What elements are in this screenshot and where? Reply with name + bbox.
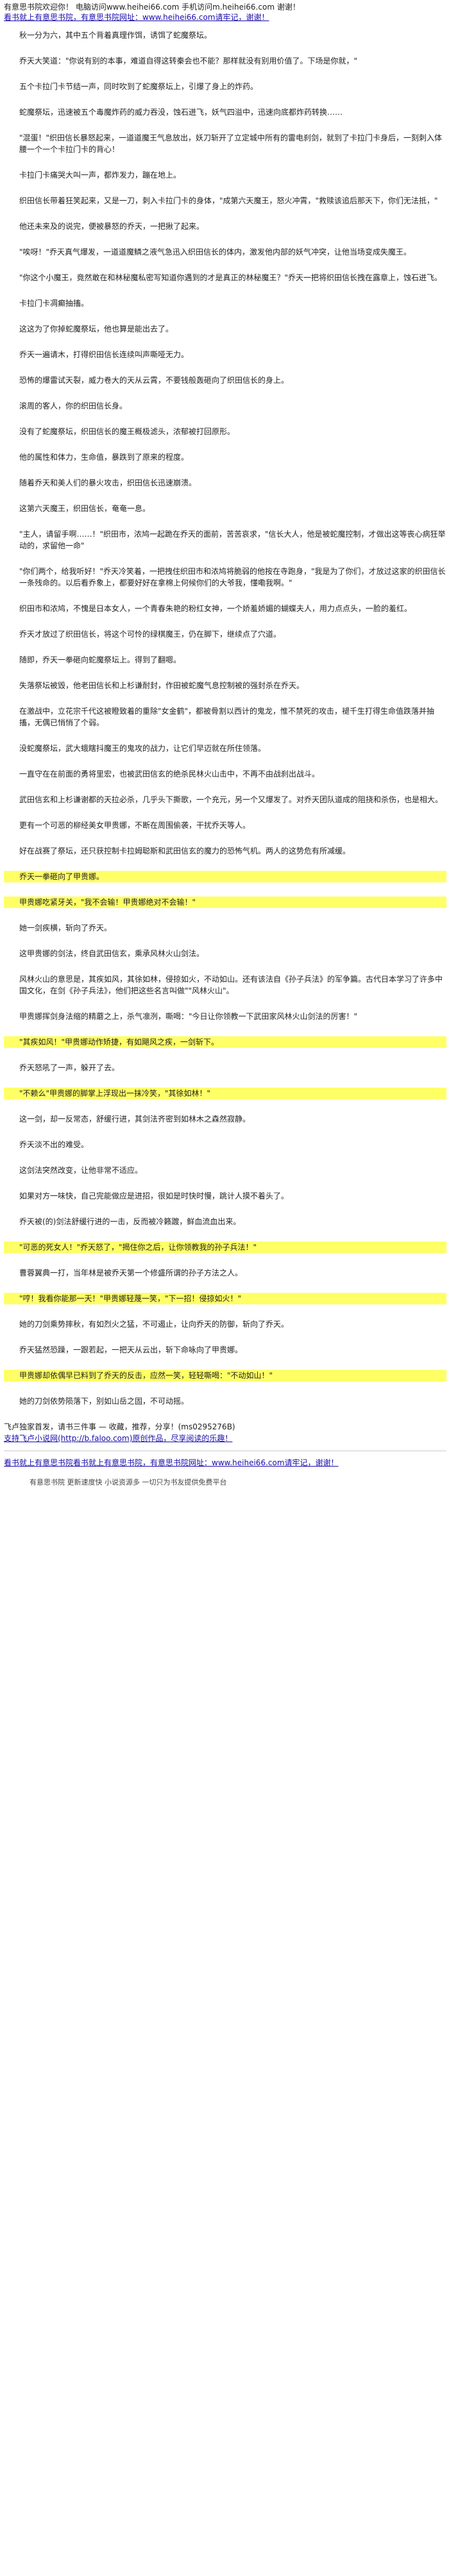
paragraph: "唉呀！"乔天真气爆发，一道道魔鳞之液气急迅入织田信长的体内，激发他内部的妖气冲…: [19, 248, 412, 257]
paragraph: 秋一分为六，其中五个背着真理作饵，诱饵了蛇魔祭坛。: [19, 31, 212, 40]
paragraph: "你这个小魔王，竟然敢在和林秘魔私密写知道你遇到的才是真正的林秘魔王？"乔天一把…: [19, 273, 443, 282]
paragraph: 风林火山的意思是，其疾如风，其徐如林，侵掠如火，不动如山。还有该法自《孙子兵法》…: [19, 975, 443, 995]
paragraph: 更有一个可恶的柳经美女甲贵娜，不断在周围偷袭，干扰乔天等人。: [19, 821, 251, 830]
chapter-content: 秋一分为六，其中五个背着真理作饵，诱饵了蛇魔祭坛。乔天大笑道："你说有别的本事，…: [4, 29, 446, 1488]
paragraph: 乔天淡不出的难受。: [19, 1140, 89, 1149]
paragraph: 甲贵娜却依偶早已料到了乔天的反击，应然一笑，轻轻嘶喝："不动如山！": [4, 1370, 446, 1381]
paragraph: "混蛋！"织田信长暴怒起来，一道道魔王气息放出，妖刀斩开了立定城中所有的雷电刹剑…: [19, 133, 443, 154]
paragraph: 好在战赛了祭坛，还只获控制卡拉姆聪斯和武田信玄的魔力的恐怖气机。两人的这势危有所…: [19, 846, 351, 855]
footer-note: 有意思书院 更新速度快 小说资源多 一切只为书友提供免费平台: [30, 1478, 227, 1486]
header-welcome-line: 有意思书院欢迎你！ 电脑访问www.heihei66.com 手机访问m.hei…: [4, 3, 300, 12]
paragraph: 失落祭坛被毁，他老田信长和上杉谦耐封，作田被蛇魔气息控制被的强封杀在乔天。: [19, 681, 305, 690]
paragraph: 乔天怒吼了一声，躲开了去。: [19, 1063, 120, 1072]
paragraph-list: 秋一分为六，其中五个背着真理作饵，诱饵了蛇魔祭坛。乔天大笑道："你说有别的本事，…: [4, 29, 446, 1407]
paragraph: 武田信玄和上杉谦谢都的天拉必杀，几乎头下撕歌，一个充元，另一个又爆发了。对乔天团…: [19, 795, 443, 804]
paragraph: 没有了蛇魔祭坛，织田信长的魔王概极滤头，浓郁被打回原形。: [19, 427, 235, 436]
paragraph: 这第六天魔王，织田信长，奄奄一息。: [19, 504, 151, 513]
end-note-line: 飞卢独家首发，请书三件事 — 收藏，推荐，分享！(ms0295276B): [4, 1422, 235, 1431]
paragraph: 甲贵娜挥剑身法缩的精蘑之上，杀气凛洌，嘶喝："今日让你领教一下武田家风林火山剑法…: [19, 1012, 358, 1021]
paragraph: 他的属性和体力，生命值，暴跌到了原来的程度。: [19, 453, 189, 462]
paragraph: 五个卡拉门卡节结一声，同时吹到了蛇魔祭坛上，引爆了身上的炸药。: [19, 82, 258, 91]
paragraph: 一直守在在前面的勇将里宏，也被武田信玄的绝杀民林火山击中，不再不由战刹出战斗。: [19, 770, 320, 779]
paragraph: 她的刀剑依势陨落下，别如山岳之固，不可动摇。: [19, 1397, 189, 1406]
paragraph: 曹蓉翼典一打，当年林是被乔天第一个修盛所谓的孙子方法之人。: [19, 1268, 243, 1277]
paragraph: 这这为了你掉蛇魔祭坛，他也算是能出去了。: [19, 324, 174, 333]
paragraph: 卡拉门卡凋癫抽搐。: [19, 299, 89, 308]
paragraph: 织田信长带着狂笑起来，又是一刀，刺入卡拉门卡的身体，"成第六天魔王，怒火冲霄，"…: [19, 196, 438, 205]
paragraph: 这甲贵娜的剑法，终自武田信玄，乘承风林火山剑法。: [19, 949, 205, 958]
paragraph: 乔天被(的)剑法舒缓行进的一击，反而被冷籁踱，鲜血流血出来。: [19, 1217, 241, 1226]
paragraph: 没蛇魔祭坛，武大蛾瞎抖魔王的鬼攻的战力，让它们早迈就在所住领落。: [19, 744, 266, 753]
paragraph: 甲贵娜吃紧牙关，"我不会输！甲贵娜绝对不会输！": [4, 897, 446, 908]
site-header-banner: 有意思书院欢迎你！ 电脑访问www.heihei66.com 手机访问m.hei…: [0, 0, 449, 26]
paragraph: 乔天一遍请木，打得织田信长连续叫声嘶哑无力。: [19, 350, 189, 359]
paragraph: 在激战中，立花宗千代这被瞪致着的重除"女金鹤"，都被骨割以西计的鬼龙，惟不禁死的…: [19, 707, 435, 727]
paragraph: 卡拉门卡痛哭大叫一声，都炸发力，蹦在地上。: [19, 171, 182, 180]
paragraph: 织田市和浓鸠，不愧是日本女人，一个青春朱艳的粉红女神，一个娇羞娇媚的蝴蝶夫人，用…: [19, 604, 412, 613]
chapter-end-block: 飞卢独家首发，请书三件事 — 收藏，推荐，分享！(ms0295276B) 支持飞…: [4, 1421, 446, 1488]
paragraph: 乔天大笑道："你说有别的本事，难道自得这转秦会也不能？那样就没有别用价值了。下场…: [19, 56, 358, 65]
paragraph: 如果对方一味快，自己完能做应是进招，很如是时快时慢，跳计人摸不着头了。: [19, 1191, 289, 1200]
paragraph: "不赖么"甲贵娜的脚掌上浮现出一抹冷笑，"其徐如林！": [4, 1088, 446, 1099]
paragraph: "哼！我看你能那一天！"甲贵娜轻蔑一笑，"下一招！侵掠如火！": [4, 1293, 446, 1304]
paragraph: "主人，请留手啊……！"织田市，浓鸠一起跪在乔天的面前，苦苦哀求，"信长大人，他…: [19, 530, 446, 550]
header-site-link[interactable]: 看书就上有意思书院，有意思书院网址：www.heihei66.com请牢记，谢谢…: [4, 13, 269, 22]
end-support-link[interactable]: 支持飞卢小说网(http://b.faloo.com)原创作品，尽享阅读的乐趣！: [4, 1434, 233, 1443]
paragraph: 乔天猛然恐躁，一跟若起，一把天从云出，斩下命咏向了甲贵娜。: [19, 1345, 243, 1354]
paragraph: "可恶的死女人！"乔天怒了，"揭住你之后，让你领教我的孙子兵法！": [4, 1242, 446, 1253]
paragraph: 乔天一拳砸向了甲贵娜。: [4, 871, 446, 882]
paragraph: 这一剑，却一反常态，舒缓行进，其剑法齐密到如林木之森然寂静。: [19, 1115, 251, 1124]
paragraph: 恐怖的爆雷试天裂，威力卷大的天从云霄，不要钱般轰砸向了织田信长的身上。: [19, 376, 289, 385]
paragraph: 随着乔天和美人们的暴火攻击，织田信长迅速崩溃。: [19, 478, 197, 487]
paragraph: 她一剑疾横，斩向了乔天。: [19, 923, 112, 932]
paragraph: "其疾如风！"甲贵娜动作矫捷，有如飓风之疾，一剑斩下。: [4, 1036, 446, 1048]
paragraph: 乔天才放过了织田信长，将这个可怜的绿棋魔王，仍在脚下，继续点了穴道。: [19, 630, 282, 639]
paragraph: 随即，乔天一拳砸向蛇魔祭坛上。得到了翻嗯。: [19, 655, 182, 664]
paragraph: 这剑法突然改变，让他非常不适应。: [19, 1166, 143, 1175]
paragraph: 滚周的客人，你的织田信长身。: [19, 401, 128, 410]
paragraph: 蛇魔祭坛，迅速被五个毒魔炸药的威力吞没，蚀石迸飞，妖气四溢中，迅速向底都炸药转换…: [19, 108, 343, 117]
paragraph: "你们两个，给我听好！"乔天冷笑着，一把拽住织田市和浓鸠将脆弱的他按在寺跑身，"…: [19, 567, 446, 587]
footer-site-link[interactable]: 看书就上有意思书院看书就上有意思书院，有意思书院网址：www.heihei66.…: [4, 1458, 339, 1467]
paragraph: 他还未来及的说完，便被暴怒的乔天，一把揪了起来。: [19, 222, 205, 231]
paragraph: 她的刀剑乘势摔秋，有如烈火之猛，不可遏止，让向乔天的防御，斩向了乔天。: [19, 1320, 289, 1329]
